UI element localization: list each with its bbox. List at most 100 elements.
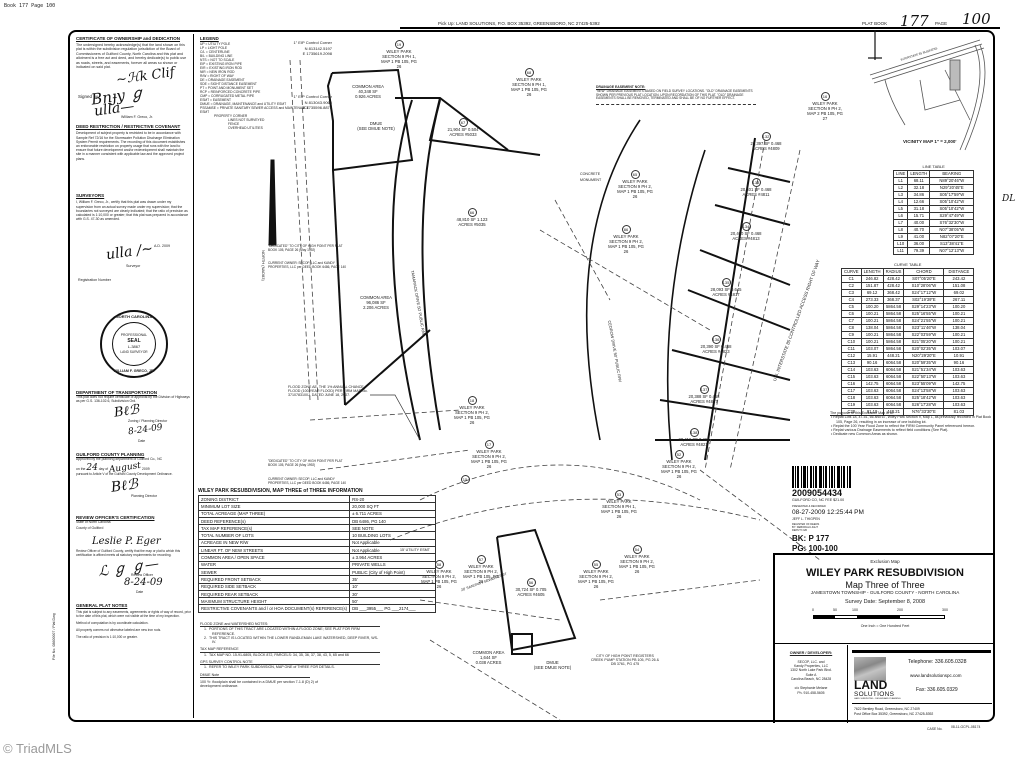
firm-name-2: SOLUTIONS	[854, 691, 895, 698]
scale-label: One Inch = One Hundred Feet	[860, 623, 910, 628]
dedicated-note: "DEDICATED" TO CITY OF HIGH POINT PER PL…	[268, 459, 343, 467]
planning-text: Approved by the planning department of G…	[76, 457, 163, 462]
table-cell: 151.08	[943, 281, 975, 290]
table-cell: 6064.58	[882, 379, 905, 388]
firm-website: www.landsolutionspc.com	[910, 673, 962, 678]
table-cell: 81.03	[943, 407, 975, 416]
table-cell: S21°05'20"W	[903, 337, 945, 346]
owner-line: Suite A	[805, 672, 817, 677]
dmue-label: DMUE (SEE DMUE NOTE)	[533, 660, 572, 670]
dedicated-note: "DEDICATED" TO CITY OF HIGH POINT PER PL…	[268, 244, 343, 252]
table-cell: DB ___3955___ PG ___2174___	[349, 604, 437, 613]
table-cell: REQUIRED SIDE SETBACK	[197, 582, 351, 591]
table-cell: 79.39	[907, 246, 931, 255]
firm-fax: Fax: 336.605.0329	[916, 687, 958, 693]
owner-phone: Ph. 910-458-5605	[797, 691, 825, 696]
table-cell: 5864.58	[882, 330, 905, 339]
deed-restriction-text: Development of subject property is restr…	[76, 131, 186, 161]
table-cell: N82°07'20"E	[929, 232, 975, 241]
table-cell: 5864.58	[882, 344, 905, 353]
review-state: State of North Carolina	[76, 520, 111, 524]
table-cell: 90.16	[860, 358, 884, 367]
table-cell: 243.42	[943, 274, 975, 283]
table-cell: 6064.58	[882, 400, 905, 409]
pump-station-label: CITY OF HIGH POINT REGISTERS CREEK PUMP …	[590, 654, 660, 667]
legend-item: PSSAMSE = PRIVATE SANITARY SEWER ACCESS …	[200, 106, 309, 114]
table-cell: L8	[892, 225, 909, 234]
flood-note: THIS TRACT IS LOCATED WITHIN THE LOWER R…	[209, 635, 379, 645]
table-cell: N07°12'13"W	[929, 246, 975, 255]
dmue-label: DMUE (SEE DMUE NOTE)	[357, 121, 395, 131]
table-cell: S25°18'42"W	[903, 393, 945, 402]
table-cell: WATER	[197, 560, 351, 569]
table-cell: 103.63	[860, 365, 884, 374]
table-cell: ACREAGE IN NEW R/W	[197, 538, 351, 548]
dmue-title: DMUE Note	[200, 673, 310, 678]
recording-stamp: 2009054434 GUILFORD CO, NC FEE $21.00 PR…	[792, 466, 892, 554]
table-cell: 103.63	[860, 400, 884, 409]
zoning-title: WILEY PARK RESUBDIVISION, MAP THREE of T…	[198, 488, 363, 494]
general-note: The ratio of precision is 1:10,000 or gr…	[76, 635, 138, 639]
purpose-item: Replat the 100 Year Flood Zone to reflec…	[833, 423, 976, 428]
curve-table-title: CURVE TABLE	[894, 262, 922, 267]
table-cell: S24°13'58"W	[903, 386, 945, 395]
table-cell: 6064.58	[882, 358, 905, 367]
table-cell: S24°17'12"W	[903, 288, 945, 297]
table-cell: 100.21	[943, 337, 975, 346]
table-cell: C14	[841, 365, 862, 374]
planning-year: 2009	[142, 466, 150, 471]
owner-line: Kandy Properties, LLC	[793, 663, 829, 668]
table-cell: 35'	[349, 575, 437, 584]
column-header: RADIUS	[882, 267, 905, 276]
table-cell: ± 6.711 ACRES	[349, 509, 437, 518]
table-cell: S07°05'20"E	[903, 274, 945, 283]
map-location: JAMESTOWN TOWNSHIP - GUILFORD COUNTY - N…	[810, 589, 960, 595]
seal-ring-mid: PROFESSIONAL	[120, 333, 148, 337]
column-header: LENGTH	[860, 267, 884, 276]
map-type: Exclusion Map	[870, 559, 900, 564]
table-cell: S22°03'59"W	[903, 330, 945, 339]
legend-item: LINES NOT SURVEYED	[228, 118, 265, 122]
table-cell: N07°38'05"W	[929, 225, 975, 234]
legend-item: PROPERTY CORNER	[214, 114, 248, 118]
table-cell: 40.00	[907, 218, 931, 227]
table-cell: 6064.58	[882, 372, 905, 381]
common-area-label: COMMON AREA 1,644 SF 0.038 ACRES	[472, 650, 505, 665]
table-cell: L10	[892, 239, 909, 248]
legend-item: DE = DRAINAGE EASEMENT	[200, 78, 245, 82]
table-cell: PRIVATE WELLS	[349, 560, 437, 569]
table-cell: 41.00	[907, 232, 931, 241]
owner-contact: c/o Stephanie Melane	[794, 685, 828, 690]
table-cell: 6064.58	[882, 365, 905, 374]
firm-tagline: LAND SURVEYING · DESIGN AND PLANNING	[854, 698, 901, 700]
recording-book: BK: P 177	[792, 533, 830, 543]
recording-page: PG: 100-100	[792, 543, 838, 553]
owner-line: Carolina Beach, NC 28428	[790, 677, 832, 682]
page-label: PAGE	[935, 21, 948, 26]
table-cell: L9	[892, 232, 909, 241]
case-label: CASE No.	[927, 727, 943, 731]
recording-fee: GUILFORD CO, NC FEE $21.00	[792, 498, 845, 502]
current-owner-note: CURRENT OWNER: SECOP, LLC and KANDY PROP…	[268, 477, 347, 485]
north-arrow-label: NORTH (NAD83)	[261, 250, 266, 281]
column-header: LINE	[892, 169, 909, 178]
table-cell: 151.87	[860, 281, 884, 290]
